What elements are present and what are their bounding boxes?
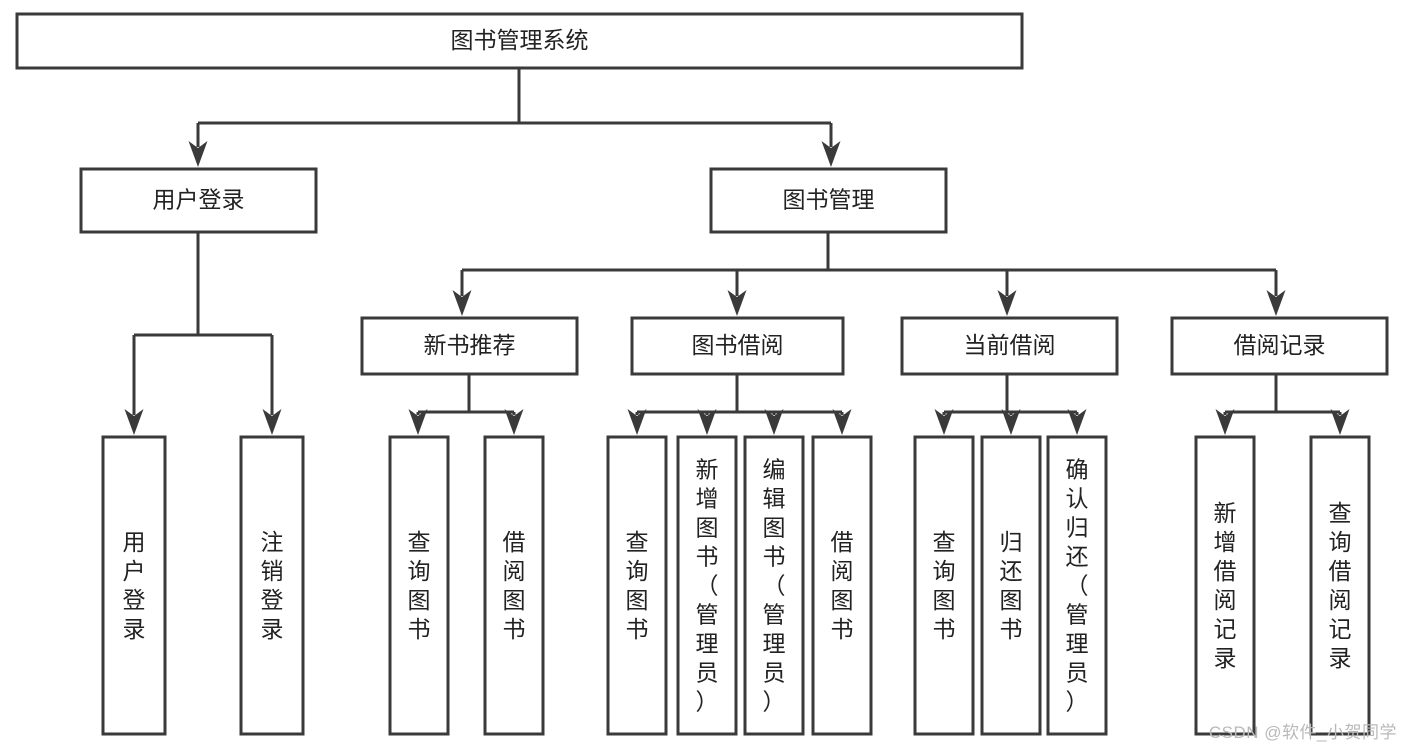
node-label: 查询图书 (408, 529, 431, 642)
level3-node-新书推荐[interactable]: 新书推荐 (360, 316, 579, 376)
level2-node-图书管理[interactable]: 图书管理 (709, 167, 948, 234)
node-label: 新增借阅记录 (1214, 500, 1237, 671)
node-label: 归还图书 (1000, 529, 1023, 642)
leaf-node-查询图书[interactable]: 查询图书 (913, 435, 975, 736)
csdn-watermark: CSDN @软件_小贺同学 (1208, 723, 1397, 742)
node-label: 查询图书 (626, 529, 649, 642)
level3-node-当前借阅[interactable]: 当前借阅 (900, 316, 1119, 376)
node-label: 借阅图书 (503, 529, 526, 642)
leaf-node-借阅图书[interactable]: 借阅图书 (483, 435, 545, 736)
node-label: 图书管理 (783, 187, 875, 213)
connector-root-to-level2 (188, 68, 841, 167)
leaf-node-新增图书-管理员-[interactable]: 新增图书（管理员） (676, 435, 738, 736)
node-label: 编辑图书（管理员） (763, 457, 786, 715)
node-label: 确认归还（管理员） (1066, 457, 1089, 715)
leaf-node-确认归还-管理员-[interactable]: 确认归还（管理员） (1046, 435, 1108, 736)
leaf-node-查询图书[interactable]: 查询图书 (388, 435, 450, 736)
connector-records-to-leaves (1215, 374, 1350, 435)
connector-newbook-to-leaves (408, 374, 524, 435)
node-label: 查询借阅记录 (1329, 500, 1352, 671)
connector-current-to-leaves (934, 374, 1087, 435)
leaf-node-查询图书[interactable]: 查询图书 (606, 435, 668, 736)
node-label: 图书借阅 (692, 332, 784, 358)
node-label: 注销登录 (261, 529, 284, 642)
connector-userlogin-to-leaves (124, 232, 282, 435)
level2-node-用户登录[interactable]: 用户登录 (79, 167, 318, 234)
connector-layer (124, 68, 1350, 435)
connector-bookmgmt-to-level3 (452, 232, 1286, 316)
node-label: 图书管理系统 (451, 27, 589, 53)
node-label: 用户登录 (153, 187, 245, 213)
node-label: 当前借阅 (964, 332, 1056, 358)
leaf-node-借阅图书[interactable]: 借阅图书 (811, 435, 873, 736)
leaf-node-注销登录[interactable]: 注销登录 (239, 435, 305, 736)
node-label: 用户登录 (123, 529, 146, 642)
level3-node-借阅记录[interactable]: 借阅记录 (1170, 316, 1389, 376)
node-label: 新书推荐 (424, 332, 516, 358)
leaf-node-编辑图书-管理员-[interactable]: 编辑图书（管理员） (743, 435, 805, 736)
node-label: 借阅记录 (1234, 332, 1326, 358)
node-label: 新增图书（管理员） (696, 457, 719, 715)
leaf-node-用户登录[interactable]: 用户登录 (101, 435, 167, 736)
root-node-图书管理系统[interactable]: 图书管理系统 (15, 12, 1024, 70)
node-label: 查询图书 (933, 529, 956, 642)
leaf-node-新增借阅记录[interactable]: 新增借阅记录 (1194, 435, 1256, 736)
node-label: 借阅图书 (831, 529, 854, 642)
leaf-node-查询借阅记录[interactable]: 查询借阅记录 (1309, 435, 1371, 736)
node-layer: 图书管理系统用户登录图书管理新书推荐图书借阅当前借阅借阅记录用户登录注销登录查询… (15, 12, 1389, 736)
connector-borrow-to-leaves (627, 374, 852, 435)
level3-node-图书借阅[interactable]: 图书借阅 (630, 316, 845, 376)
leaf-node-归还图书[interactable]: 归还图书 (980, 435, 1042, 736)
